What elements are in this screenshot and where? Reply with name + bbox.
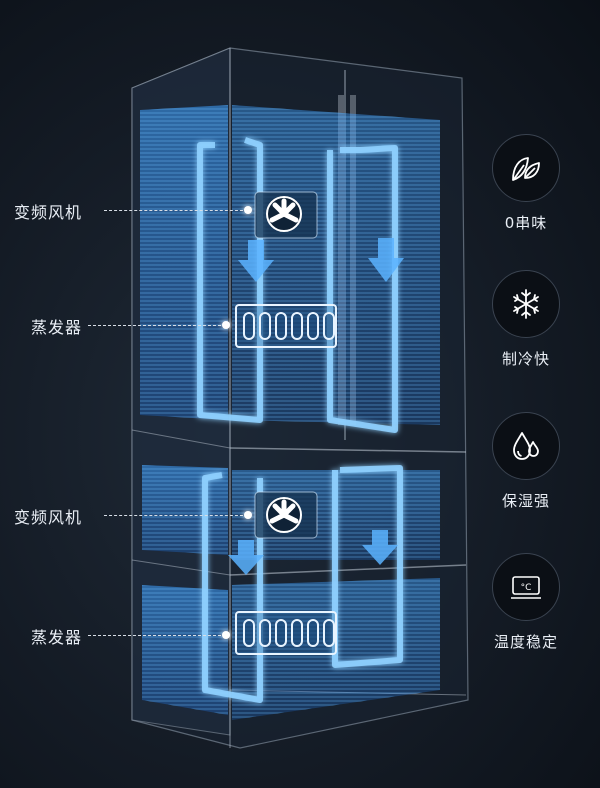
callout-fan-bottom-leader (104, 515, 248, 516)
callout-fan-top-dot (244, 206, 252, 214)
fan-unit-bottom (254, 491, 318, 539)
callout-evap-top-leader (88, 325, 226, 326)
feature-no-odor: 0串味 (490, 134, 562, 233)
water-drops-icon (513, 432, 539, 460)
leaf-icon (512, 157, 540, 181)
feature-moisture: 保湿强 (490, 412, 562, 511)
feature-no-odor-label: 0串味 (504, 214, 548, 232)
evaporator-top (235, 304, 337, 348)
callout-fan-top-label: 变频风机 (14, 203, 83, 222)
callout-evap-bottom-label: 蒸发器 (31, 628, 83, 647)
feature-no-odor-circle (492, 134, 560, 202)
fan-unit-top (254, 191, 318, 239)
snowflake-icon (513, 289, 539, 319)
callout-fan-top-leader (104, 210, 248, 211)
evaporator-bottom (235, 611, 337, 655)
airflow-ducts (197, 137, 403, 703)
airflow-arrows (228, 238, 404, 575)
feature-moisture-circle (492, 412, 560, 480)
callout-fan-bottom-label: 变频风机 (14, 508, 83, 527)
callout-evap-top-label: 蒸发器 (31, 318, 83, 337)
thermometer-display-icon: °C (511, 576, 541, 599)
feature-moisture-label: 保湿强 (501, 492, 550, 510)
feature-stable-temp-circle: °C (492, 553, 560, 621)
feature-stable-temp-label: 温度稳定 (493, 633, 558, 651)
feature-fast-cooling-circle (492, 270, 560, 338)
callout-evap-bottom-dot (222, 631, 230, 639)
callout-evap-bottom-leader (88, 635, 226, 636)
callout-evap-top-dot (222, 321, 230, 329)
feature-fast-cooling: 制冷快 (490, 270, 562, 369)
feature-stable-temp: °C 温度稳定 (490, 553, 562, 652)
feature-fast-cooling-label: 制冷快 (501, 350, 550, 368)
callout-fan-bottom-dot (244, 511, 252, 519)
display-readout: °C (521, 583, 532, 593)
